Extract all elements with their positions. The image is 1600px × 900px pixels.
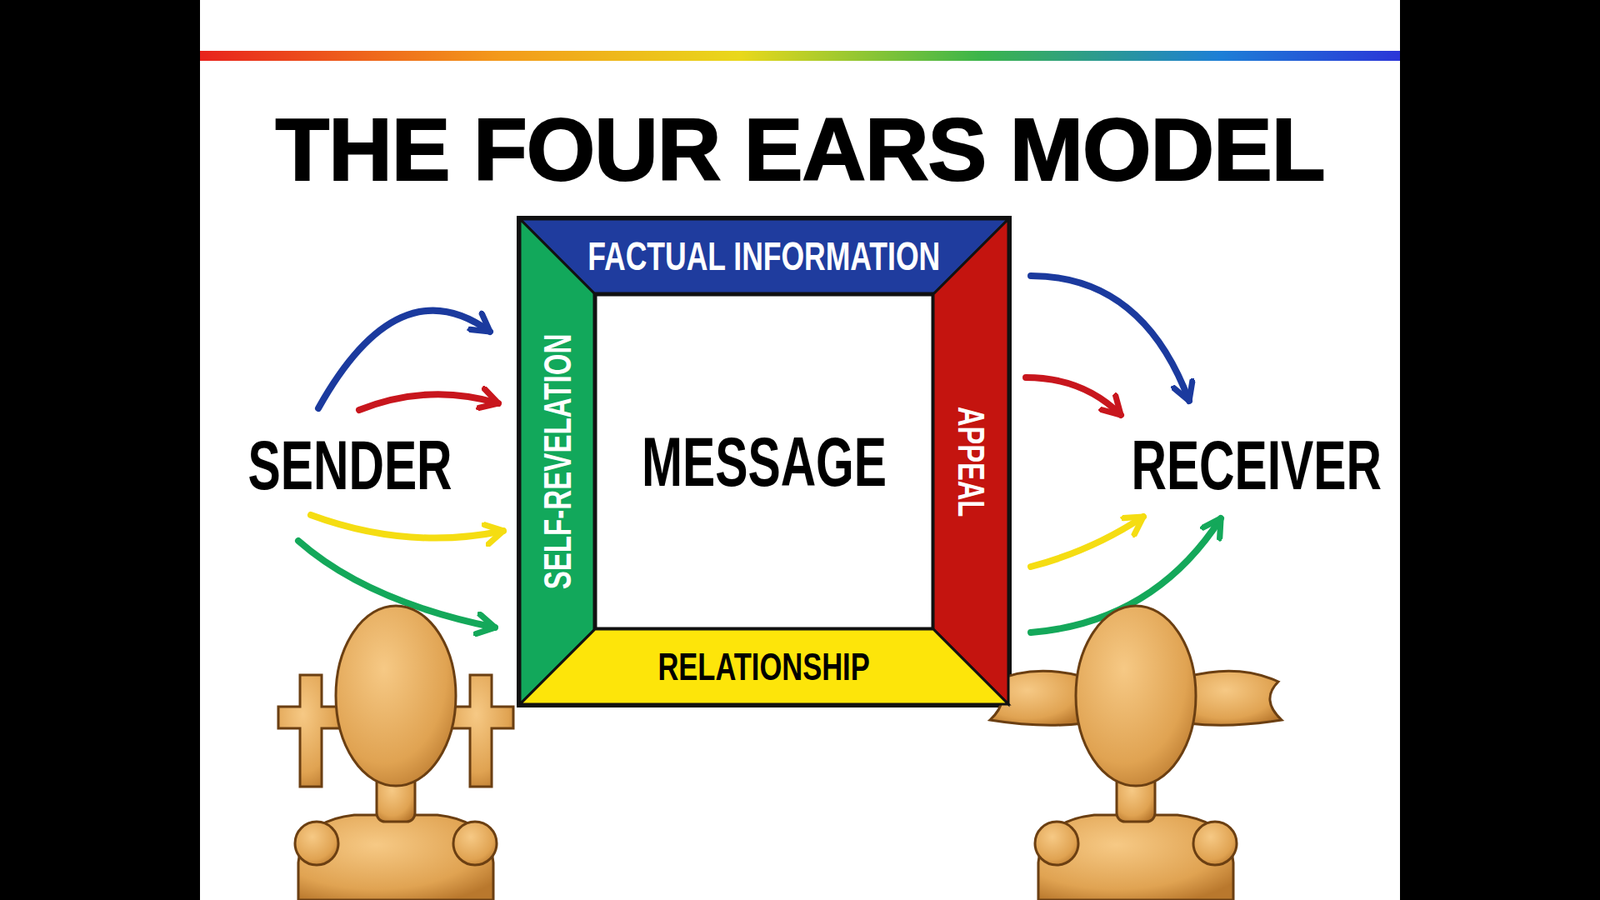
head — [1075, 605, 1196, 786]
receiver-figure — [990, 605, 1282, 900]
frame-outline — [520, 219, 1009, 705]
band-fill — [520, 219, 595, 705]
relationship-band: RELATIONSHIP — [520, 629, 1009, 705]
ear-cross — [451, 675, 514, 787]
flared-ear — [1188, 670, 1282, 725]
band-fill — [933, 219, 1009, 705]
ear-cross — [278, 675, 340, 787]
label-text: RECEIVER — [1130, 430, 1382, 500]
sender-figure — [278, 605, 514, 900]
receiver-label: RECEIVER — [1077, 430, 1411, 500]
shoulder-joint — [453, 821, 497, 865]
node-text: SELF-REVELATION — [538, 334, 577, 590]
shoulder-joint — [1035, 821, 1079, 865]
white-panel — [200, 0, 1400, 900]
node-text: RELATIONSHIP — [658, 647, 870, 686]
rainbow-bar — [200, 50, 1400, 61]
title: THE FOUR EARS MODEL — [200, 105, 1400, 194]
label-text: SENDER — [247, 430, 452, 500]
shoulder-joint — [295, 821, 339, 865]
red-arrow — [1025, 377, 1121, 415]
sender-label: SENDER — [183, 430, 517, 500]
appeal-band: APPEAL — [933, 219, 1009, 705]
red-arrow — [359, 394, 499, 410]
factual-band: FACTUAL INFORMATION — [520, 219, 1009, 295]
band-fill — [520, 629, 1009, 705]
shoulder-joint — [1193, 821, 1237, 865]
message-box: MESSAGE — [595, 294, 934, 630]
node-text: APPEAL — [952, 406, 990, 517]
band-fill — [595, 294, 934, 630]
node-text: FACTUAL INFORMATION — [588, 236, 941, 277]
band-fill — [520, 219, 1009, 295]
yellow-arrow — [1030, 516, 1144, 567]
node-text: MESSAGE — [641, 426, 887, 497]
head — [335, 605, 456, 786]
yellow-arrow — [310, 515, 504, 539]
self-revelation-band: SELF-REVELATION — [520, 219, 595, 705]
